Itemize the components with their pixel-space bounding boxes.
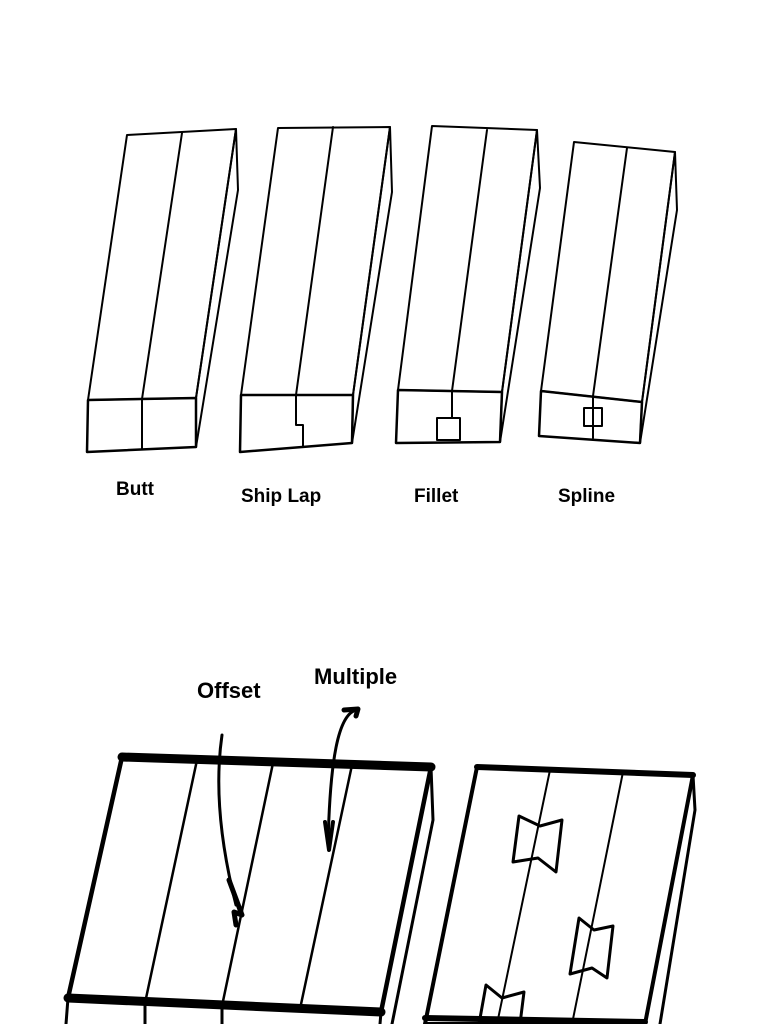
butterfly-key-upper: [511, 814, 564, 874]
butt-label: Butt: [116, 479, 154, 500]
ship-lap-label: Ship Lap: [241, 486, 322, 507]
offset-multiple-joint-panel: [63, 752, 436, 1024]
butterfly-key-bottom: [477, 983, 526, 1024]
butterfly-key-lower: [568, 916, 615, 980]
fillet-joint-board: [394, 125, 541, 445]
multiple-arrow: [323, 706, 361, 852]
spline-joint-board: [537, 141, 678, 445]
fillet-label: Fillet: [414, 486, 459, 507]
offset-label: Offset: [197, 678, 261, 703]
ship-lap-joint-board: [238, 126, 393, 454]
butt-joint-board: [85, 128, 239, 454]
multiple-label: Multiple: [314, 664, 398, 689]
spline-label: Spline: [558, 486, 616, 507]
offset-arrow: [217, 733, 245, 928]
butterfly-joint-panel: [422, 764, 697, 1024]
